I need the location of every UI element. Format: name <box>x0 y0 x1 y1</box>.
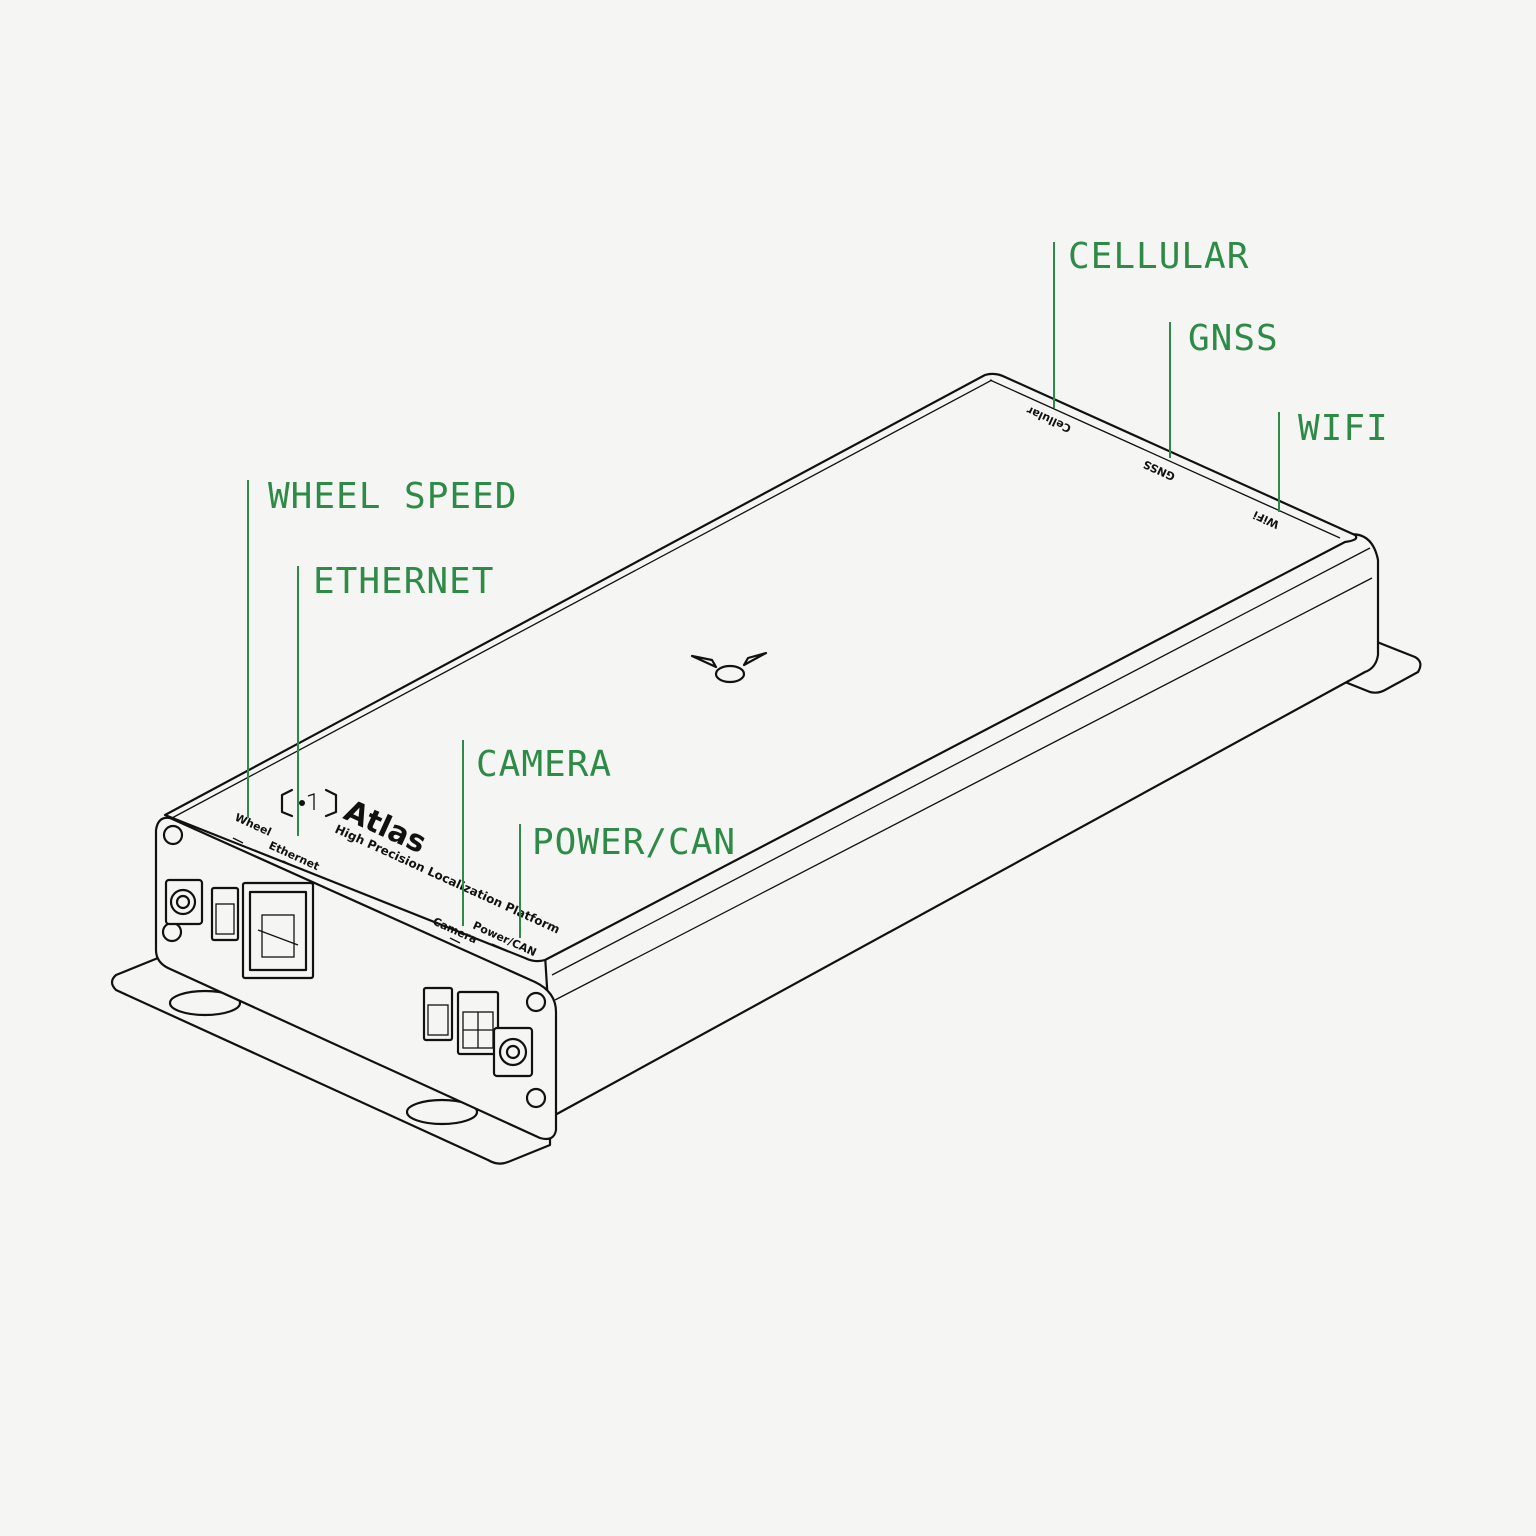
right-side-face <box>543 533 1380 1117</box>
bracket-logo-icon <box>280 788 338 818</box>
callout-camera-label: CAMERA <box>476 744 612 785</box>
callout-ethernet: ETHERNET <box>297 561 494 836</box>
front-connectors <box>164 878 534 1078</box>
triangle-dot-mark-icon <box>690 651 768 684</box>
ethernet-port <box>241 881 315 980</box>
callout-gnss-label: GNSS <box>1188 318 1279 359</box>
camera-port <box>422 986 454 1042</box>
sma-connector-left <box>164 878 204 926</box>
left-mount-flange <box>110 956 552 1165</box>
callout-wifi: WIFI <box>1278 408 1389 512</box>
callout-cellular: CELLULAR <box>1053 236 1249 408</box>
flange-slot-left <box>168 989 242 1017</box>
power-can-port <box>456 990 500 1056</box>
callout-ethernet-label: ETHERNET <box>313 561 494 602</box>
callout-camera: CAMERA <box>462 740 612 926</box>
callout-power-can: POWER/CAN <box>519 822 736 938</box>
sma-connector-right <box>492 1026 534 1078</box>
wheel-port <box>210 886 240 942</box>
flange-slot-right <box>405 1098 479 1126</box>
callout-wheel-speed: WHEEL SPEED <box>247 476 517 818</box>
callout-wifi-label: WIFI <box>1298 408 1389 449</box>
callout-gnss: GNSS <box>1169 318 1279 458</box>
callout-wheel-speed-label: WHEEL SPEED <box>268 476 517 517</box>
callout-power-can-label: POWER/CAN <box>532 822 736 863</box>
callout-cellular-label: CELLULAR <box>1068 236 1249 277</box>
